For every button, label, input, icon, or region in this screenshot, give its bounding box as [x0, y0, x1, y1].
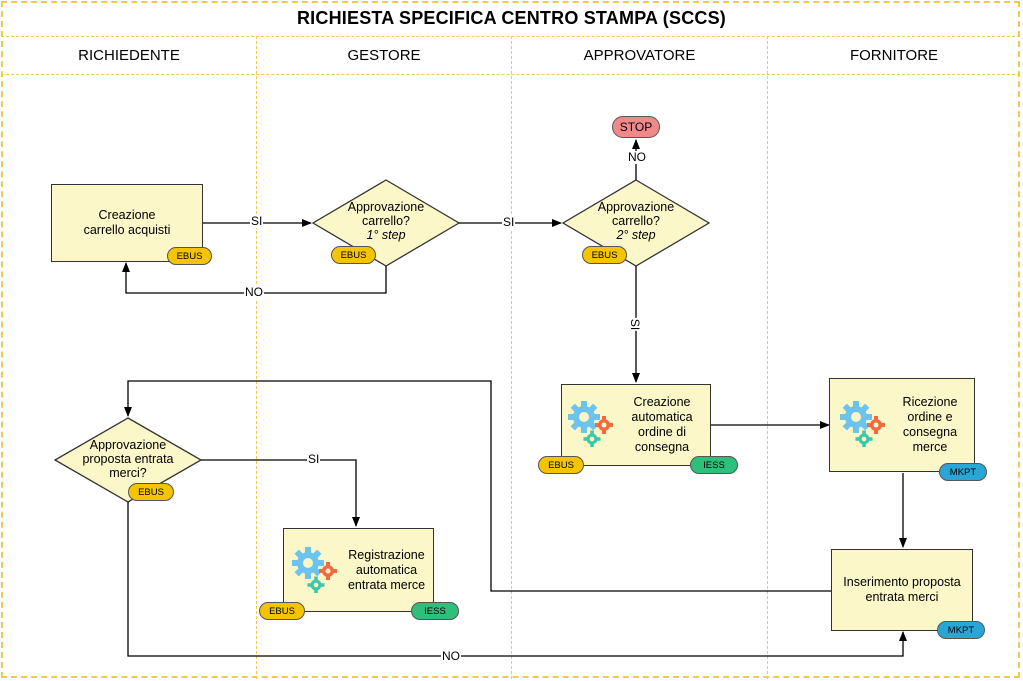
title-divider: [1, 36, 1020, 37]
decision-label-approvazione-1: Approvazione carrello? 1° step: [330, 200, 442, 242]
lane-header-richiedente: RICHIEDENTE: [78, 47, 180, 64]
edge-label-no: NO: [441, 649, 461, 663]
decision-step: 1° step: [366, 228, 406, 242]
process-inserimento-proposta: Inserimento proposta entrata merci: [831, 549, 973, 631]
gears-icon: [292, 547, 337, 593]
decision-label-approvazione-2: Approvazione carrello? 2° step: [580, 200, 692, 242]
ebus-tag: EBUS: [259, 602, 305, 620]
ebus-tag: EBUS: [128, 483, 174, 501]
process-registrazione: Registrazione automatica entrata merce: [283, 528, 434, 612]
ebus-tag: EBUS: [331, 246, 376, 264]
lane-header-divider: [1, 74, 1020, 75]
decision-label-proposta: Approvazione proposta entrata merci?: [82, 438, 174, 480]
ebus-tag: EBUS: [167, 247, 212, 265]
mkpt-tag: MKPT: [939, 463, 987, 481]
diagram-title: RICHIESTA SPECIFICA CENTRO STAMPA (SCCS): [296, 7, 726, 28]
ebus-tag: EBUS: [538, 456, 584, 474]
iess-tag: IESS: [690, 456, 738, 474]
process-ricezione-ordine: Ricezione ordine e consegna merce: [829, 378, 975, 472]
edge-label-si: SI: [502, 215, 516, 229]
lane-divider-1: [256, 36, 257, 679]
stop-terminal: STOP: [612, 116, 660, 138]
lane-header-gestore: GESTORE: [347, 47, 421, 64]
edge-label-si: SI: [250, 214, 264, 228]
process-creazione-ordine: Creazione automatica ordine di consegna: [561, 384, 711, 466]
lane-header-approvatore: APPROVATORE: [583, 47, 696, 64]
decision-step: 2° step: [616, 228, 656, 242]
edge-inserimento-to-proposta: [124, 380, 831, 592]
decision-text: Approvazione carrello?: [347, 200, 425, 228]
mkpt-tag: MKPT: [937, 621, 985, 639]
lane-divider-2: [511, 36, 512, 679]
process-label: Inserimento proposta entrata merci: [843, 575, 961, 604]
edge-label-no: NO: [627, 150, 647, 164]
gears-icon: [840, 401, 885, 447]
decision-text: Approvazione carrello?: [597, 200, 675, 228]
ebus-tag: EBUS: [582, 246, 627, 264]
lane-divider-3: [767, 36, 768, 679]
edge-label-si: SI: [307, 452, 321, 466]
iess-tag: IESS: [411, 602, 459, 620]
edge-proposta-no: [127, 502, 907, 657]
gears-icon: [568, 401, 613, 447]
process-label: Registrazione automatica entrata merce: [347, 547, 426, 592]
edge-label-no: NO: [244, 285, 264, 299]
edge-label-si-rotated: SI: [628, 317, 643, 332]
edge-proposta-si: [201, 459, 360, 527]
lane-header-fornitore: FORNITORE: [849, 47, 939, 64]
process-label: Creazione carrello acquisti: [83, 208, 171, 237]
process-label: Creazione automatica ordine di consegna: [631, 395, 693, 454]
process-label: Ricezione ordine e consegna merce: [902, 395, 958, 454]
